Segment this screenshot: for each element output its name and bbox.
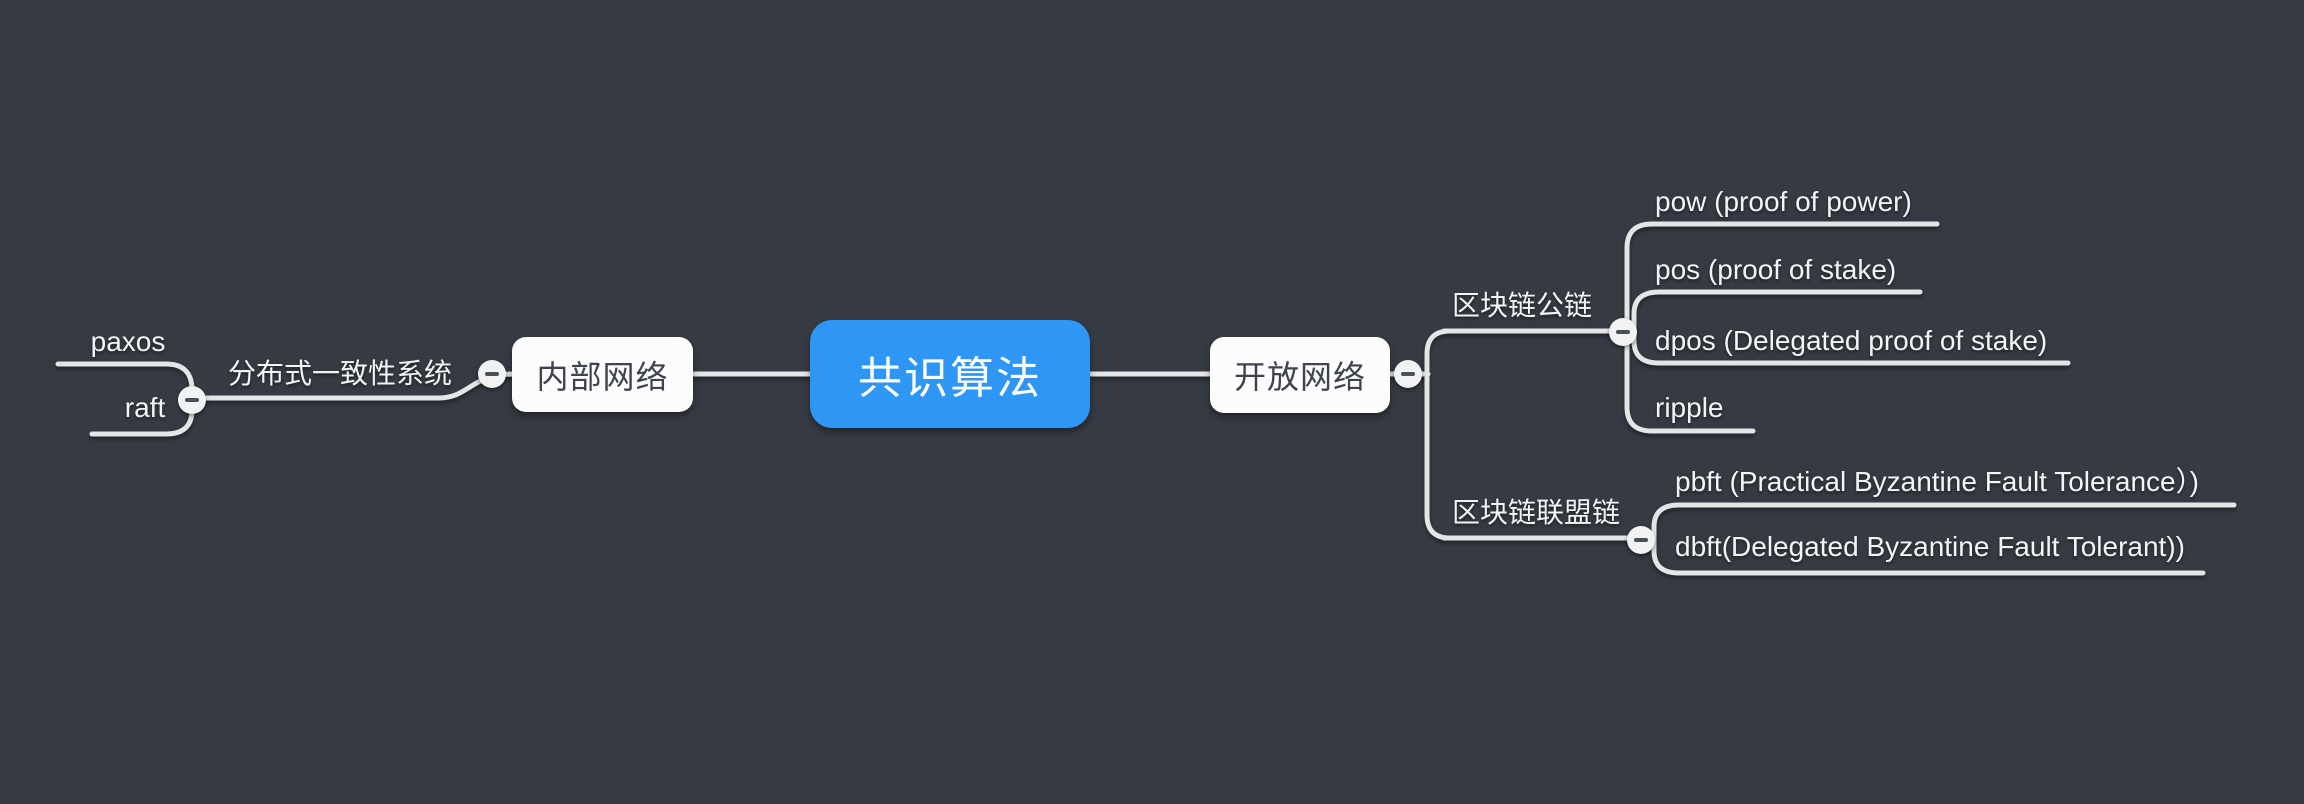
- collapse-button-open-network[interactable]: [1394, 360, 1422, 388]
- collapse-button-public-chain[interactable]: [1609, 318, 1637, 346]
- topic-root[interactable]: 共识算法: [810, 320, 1090, 428]
- topic-open-network[interactable]: 开放网络: [1210, 337, 1390, 413]
- minus-icon: [1401, 372, 1415, 376]
- topic-internal-network-label: 内部网络: [536, 358, 669, 395]
- topic-ripple[interactable]: ripple: [1655, 392, 1724, 423]
- topic-distributed-system[interactable]: 分布式一致性系统: [228, 358, 453, 389]
- topic-consortium-chain[interactable]: 区块链联盟链: [1452, 497, 1621, 528]
- topic-raft[interactable]: raft: [124, 392, 166, 423]
- minus-icon: [1634, 538, 1648, 542]
- minus-icon: [485, 372, 499, 376]
- topic-paxos[interactable]: paxos: [90, 326, 166, 357]
- topic-pow[interactable]: pow (proof of power): [1655, 186, 1912, 217]
- topic-public-chain[interactable]: 区块链公链: [1452, 290, 1593, 321]
- collapse-button-internal-network[interactable]: [478, 360, 506, 388]
- topic-internal-network[interactable]: 内部网络: [512, 337, 693, 412]
- collapse-button-distributed-system[interactable]: [178, 386, 206, 414]
- topic-pos[interactable]: pos (proof of stake): [1655, 254, 1897, 285]
- minus-icon: [1616, 330, 1630, 334]
- topic-open-network-label: 开放网络: [1233, 359, 1366, 395]
- topic-dpos[interactable]: dpos (Delegated proof of stake): [1655, 325, 2048, 356]
- collapse-button-consortium-chain[interactable]: [1627, 526, 1655, 554]
- minus-icon: [185, 398, 199, 402]
- connector-open-bracket: [1424, 328, 1453, 541]
- topic-pbft[interactable]: pbft (Practical Byzantine Fault Toleranc…: [1675, 466, 2199, 497]
- topic-dbft[interactable]: dbft(Delegated Byzantine Fault Tolerant)…: [1675, 531, 2185, 562]
- topic-root-label: 共识算法: [858, 354, 1042, 403]
